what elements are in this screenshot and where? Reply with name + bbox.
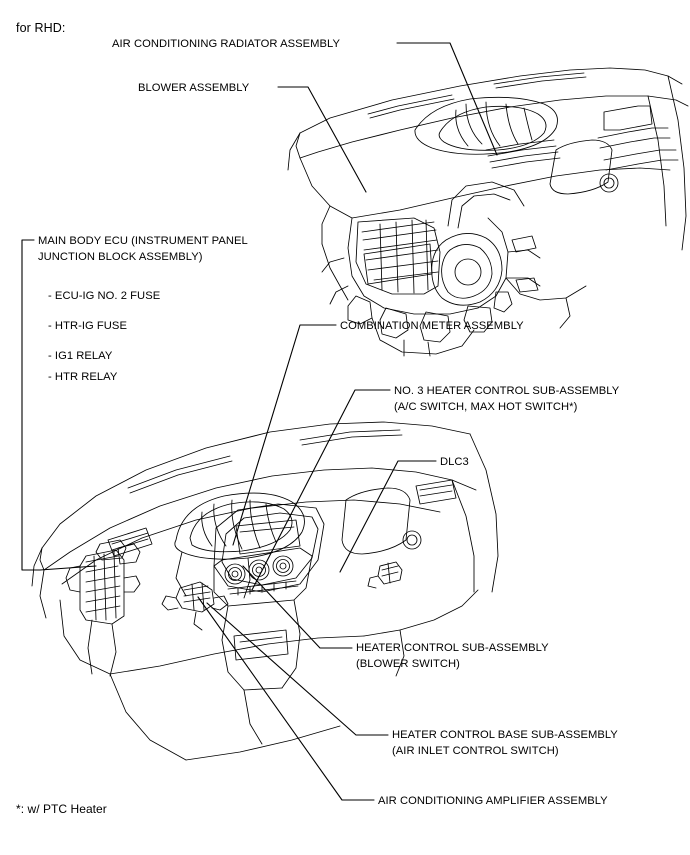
leader-no3-heater-control <box>251 389 391 591</box>
footnote-ptc-heater: *: w/ PTC Heater <box>16 802 107 816</box>
label-air-conditioning-radiator-assembly: AIR CONDITIONING RADIATOR ASSEMBLY <box>112 38 340 50</box>
leader-air-conditioning-radiator <box>396 42 498 156</box>
leader-heater-control-base <box>206 602 389 736</box>
leader-dlc3 <box>339 460 437 573</box>
leader-blower-assembly <box>277 86 367 193</box>
label-no3-heater-control-sub-assembly-line1: NO. 3 HEATER CONTROL SUB-ASSEMBLY <box>394 385 620 397</box>
figure-upper-instrument-panel <box>287 67 689 357</box>
label-heater-control-sub-assembly-line1: HEATER CONTROL SUB-ASSEMBLY <box>356 642 549 654</box>
figure-lower-instrument-panel <box>31 421 499 761</box>
leader-main-body-ecu <box>21 239 97 571</box>
label-dlc3: DLC3 <box>440 456 469 468</box>
label-combination-meter-assembly: COMBINATION METER ASSEMBLY <box>340 320 524 332</box>
label-air-conditioning-amplifier-assembly: AIR CONDITIONING AMPLIFIER ASSEMBLY <box>378 795 608 807</box>
leader-air-conditioning-amplifier <box>197 596 375 801</box>
label-main-body-ecu-line2: JUNCTION BLOCK ASSEMBLY) <box>38 251 203 263</box>
intro-text: for RHD: <box>16 21 66 35</box>
leader-combination-meter <box>232 324 337 546</box>
label-no3-heater-control-sub-assembly-line2: (A/C SWITCH, MAX HOT SWITCH*) <box>394 401 578 413</box>
label-htr-relay: - HTR RELAY <box>48 371 118 383</box>
label-main-body-ecu-line1: MAIN BODY ECU (INSTRUMENT PANEL <box>38 235 248 247</box>
label-heater-control-base-sub-assembly-line2: (AIR INLET CONTROL SWITCH) <box>392 745 559 757</box>
label-ecu-ig-no2-fuse: - ECU-IG NO. 2 FUSE <box>48 290 161 302</box>
leader-heater-control-sub <box>242 565 353 649</box>
label-blower-assembly: BLOWER ASSEMBLY <box>138 82 250 94</box>
label-heater-control-base-sub-assembly-line1: HEATER CONTROL BASE SUB-ASSEMBLY <box>392 729 618 741</box>
label-ig1-relay: - IG1 RELAY <box>48 350 113 362</box>
label-htr-ig-fuse: - HTR-IG FUSE <box>48 320 127 332</box>
label-heater-control-sub-assembly-line2: (BLOWER SWITCH) <box>356 658 460 670</box>
